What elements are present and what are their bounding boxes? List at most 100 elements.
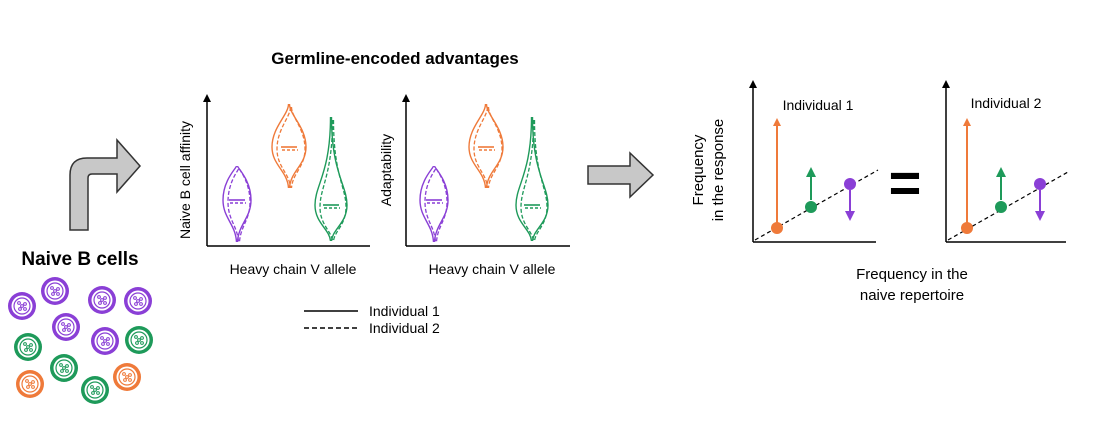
cell-granule	[139, 297, 143, 301]
cell-granule	[26, 345, 30, 349]
cell-nucleus	[130, 331, 148, 349]
cell-granule	[125, 375, 129, 379]
cell-granule	[106, 342, 110, 346]
violin-purple	[222, 165, 252, 243]
cell-nucleus	[118, 368, 136, 386]
cell-granule	[139, 302, 143, 306]
cell-nucleus	[96, 332, 114, 350]
cell-nucleus	[46, 282, 64, 300]
cell-granule	[51, 292, 55, 296]
cell-granule	[137, 338, 141, 342]
cell-granule	[24, 348, 28, 352]
cell-cytoplasm	[19, 373, 41, 395]
b-cell-icon	[81, 376, 109, 404]
cell-granule	[64, 325, 68, 329]
naive-b-cells-title: Naive B cells	[21, 249, 138, 270]
individual-1-title: Individual 1	[783, 97, 854, 113]
cell-granule	[56, 292, 60, 296]
violin-purple-solid	[419, 165, 449, 243]
cell-granule	[31, 385, 35, 389]
cell-granule	[140, 341, 144, 345]
cell-granule	[96, 386, 100, 390]
cell-nucleus	[55, 359, 73, 377]
cell-granule	[59, 363, 63, 367]
cell-granule	[61, 322, 65, 326]
cell-granule	[56, 287, 60, 291]
cell-granule	[65, 369, 69, 373]
cell-cytoplasm	[94, 330, 116, 352]
cell-granule	[60, 369, 64, 373]
cell-cytoplasm	[128, 329, 150, 351]
affinity-xlabel: Heavy chain V allele	[230, 261, 357, 277]
cell-granule	[134, 302, 138, 306]
cell-nucleus	[86, 381, 104, 399]
violin-green-solid	[515, 116, 549, 242]
violin-green	[515, 116, 549, 242]
orange-dot	[771, 222, 783, 234]
affinity-violins	[222, 103, 348, 243]
violin-green	[314, 116, 348, 242]
cell-granule	[67, 328, 71, 332]
cell-nucleus	[129, 292, 147, 310]
cell-granule	[133, 296, 137, 300]
violin-orange-dashed	[276, 106, 306, 189]
cell-granule	[28, 382, 32, 386]
adaptability-panel: Adaptability Heavy chain V allele	[378, 94, 570, 277]
cell-granule	[128, 378, 132, 382]
cell-granule	[23, 342, 27, 346]
cell-granule	[93, 388, 97, 392]
b-cell-icon	[16, 370, 44, 398]
cell-nucleus	[13, 297, 31, 315]
cell-granule	[23, 307, 27, 311]
cell-nucleus	[19, 338, 37, 356]
cell-granule	[23, 302, 27, 306]
cell-cytoplasm	[91, 289, 113, 311]
cell-cytoplasm	[55, 316, 77, 338]
equals-sign: =	[889, 151, 922, 214]
green-dot	[995, 201, 1007, 213]
cell-granule	[90, 385, 94, 389]
cell-granule	[106, 337, 110, 341]
cell-granule	[67, 323, 71, 327]
violin-purple	[419, 165, 449, 243]
affinity-ylabel: Naive B cell affinity	[177, 121, 193, 239]
cell-granule	[100, 336, 104, 340]
individual-2-title: Individual 2	[971, 95, 1042, 111]
green-dot	[805, 201, 817, 213]
right-ylabel-line2: in the response	[710, 119, 727, 222]
purple-dot	[1034, 178, 1046, 190]
legend-solid-label: Individual 1	[369, 303, 440, 319]
violin-purple-solid	[222, 165, 252, 243]
cell-granule	[26, 385, 30, 389]
cell-cytoplasm	[17, 336, 39, 358]
line-style-legend: Individual 1 Individual 2	[304, 303, 440, 336]
b-cell-icon	[41, 277, 69, 305]
violin-orange-solid	[468, 103, 504, 189]
cell-granule	[62, 366, 66, 370]
r2-marks	[961, 118, 1046, 234]
purple-dot	[844, 178, 856, 190]
b-cell-icon	[91, 327, 119, 355]
violin-orange	[271, 103, 307, 189]
cell-nucleus	[21, 375, 39, 393]
cell-granule	[128, 373, 132, 377]
b-cell-cluster	[8, 277, 153, 404]
cell-cytoplasm	[84, 379, 106, 401]
cell-granule	[98, 301, 102, 305]
violin-orange	[468, 103, 504, 189]
violin-orange-solid	[271, 103, 307, 189]
right-xlabel-line1: Frequency in the	[856, 266, 968, 283]
cell-granule	[96, 391, 100, 395]
cell-granule	[140, 336, 144, 340]
individual-1-panel: Individual 1	[749, 80, 879, 243]
cell-granule	[134, 335, 138, 339]
germline-title: Germline-encoded advantages	[271, 49, 519, 68]
right-xlabel-line2: naive repertoire	[860, 287, 964, 304]
cell-granule	[17, 301, 21, 305]
cell-granule	[50, 286, 54, 290]
cell-granule	[136, 299, 140, 303]
cell-granule	[29, 348, 33, 352]
cell-granule	[18, 307, 22, 311]
right-ylabel-line1: Frequency	[690, 134, 707, 205]
b-cell-icon	[113, 363, 141, 391]
